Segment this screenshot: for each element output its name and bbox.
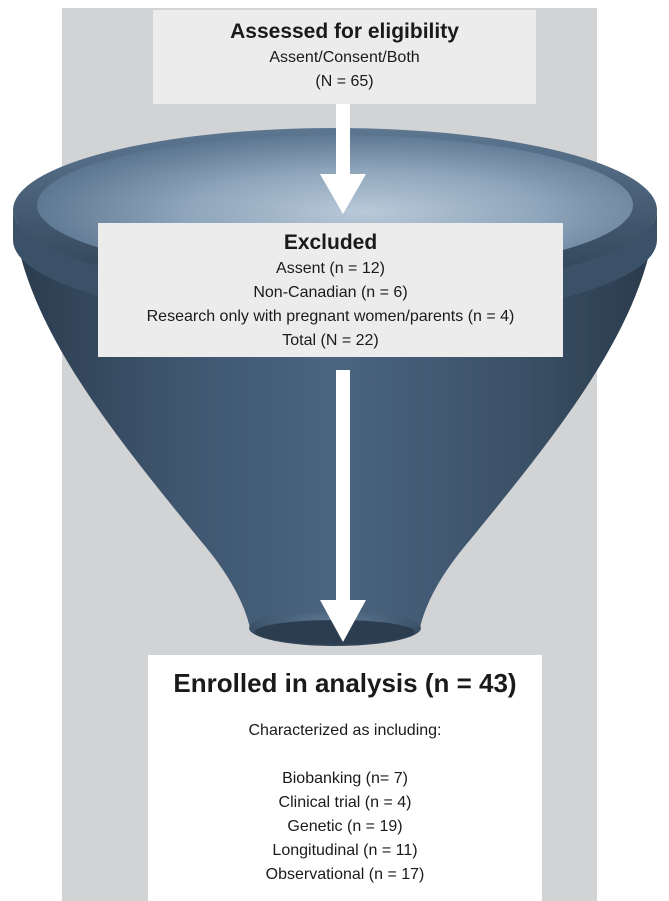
assessed-subtitle: Assent/Consent/Both <box>269 49 420 66</box>
enrolled-item-clinical-trial: Clinical trial (n = 4) <box>278 794 412 811</box>
enrolled-box: Enrolled in analysis (n = 43) Characteri… <box>148 655 542 901</box>
enrolled-item-genetic: Genetic (n = 19) <box>287 818 403 835</box>
enrolled-caption: Characterized as including: <box>248 722 442 739</box>
assessed-box: Assessed for eligibility Assent/Consent/… <box>153 10 536 104</box>
excluded-item-non-canadian: Non-Canadian (n = 6) <box>253 284 408 301</box>
enrolled-item-observational: Observational (n = 17) <box>265 866 425 883</box>
arrow-assessed-to-excluded <box>320 104 366 214</box>
excluded-item-pregnant: Research only with pregnant women/parent… <box>146 308 515 325</box>
excluded-box: Excluded Assent (n = 12) Non-Canadian (n… <box>98 223 563 357</box>
assessed-title: Assessed for eligibility <box>230 20 459 43</box>
enrolled-item-longitudinal: Longitudinal (n = 11) <box>272 842 418 859</box>
enrolled-item-biobanking: Biobanking (n= 7) <box>282 770 408 787</box>
excluded-title: Excluded <box>283 231 378 254</box>
enrolled-title: Enrolled in analysis (n = 43) <box>173 668 517 698</box>
excluded-item-total: Total (N = 22) <box>282 332 379 349</box>
excluded-item-assent: Assent (n = 12) <box>276 260 385 277</box>
assessed-count: (N = 65) <box>315 73 374 90</box>
arrow-excluded-to-enrolled <box>320 370 366 642</box>
